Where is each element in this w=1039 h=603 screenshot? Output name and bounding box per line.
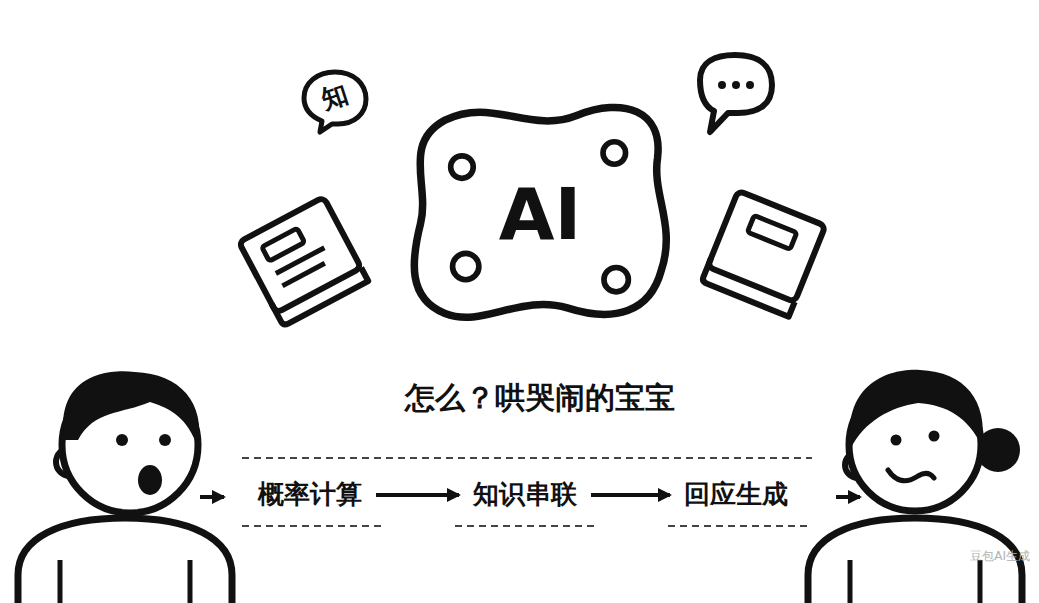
ai-blob: AI <box>398 92 682 336</box>
ai-label: AI <box>499 171 582 257</box>
dashed-line <box>242 457 812 459</box>
process-step: 概率计算 <box>244 475 376 514</box>
process-step: 知识串联 <box>459 475 591 514</box>
watermark: 豆包AI生成 <box>970 548 1030 565</box>
flow-arrow <box>376 493 459 497</box>
speech-bubble: 知 <box>298 66 372 136</box>
person-left <box>18 371 232 603</box>
flow-arrow <box>200 495 224 499</box>
dashed-line <box>668 525 808 527</box>
speech-bubble <box>700 55 772 132</box>
book-icon <box>239 197 368 326</box>
person-right <box>808 370 1022 603</box>
flow-arrow <box>836 495 860 499</box>
step-label: 概率计算 <box>258 479 362 510</box>
book-icon <box>702 191 826 317</box>
process-step: 回应生成 <box>670 475 802 514</box>
step-label: 知识串联 <box>473 479 577 510</box>
dashed-line <box>455 525 595 527</box>
dashed-line <box>242 525 382 527</box>
diagram-title: 怎么？哄哭闹的宝宝 <box>405 378 675 419</box>
flow-arrow <box>591 493 670 497</box>
step-label: 回应生成 <box>684 479 788 510</box>
